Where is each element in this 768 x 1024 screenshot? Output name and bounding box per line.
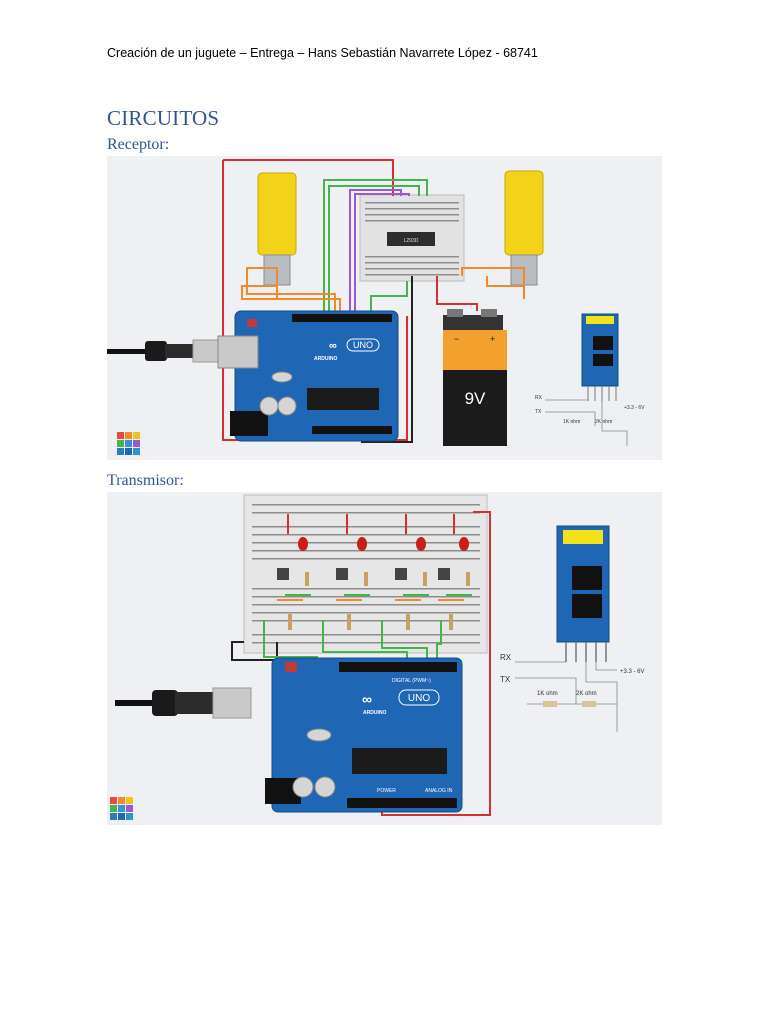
pin-rx-label: RX (500, 653, 512, 662)
tinkercad-logo (110, 797, 133, 820)
resistor-1-label: 1K ohm (563, 419, 580, 425)
arduino-uno-board: DIGITAL (PWM~) POWER ANALOG IN ∞ ARDUINO… (265, 657, 463, 813)
resistor-2-label: 2K ohm (576, 691, 597, 697)
led-button-group-3 (395, 514, 429, 630)
pin-tx-label: TX (535, 409, 542, 415)
driver-chip-label: L293D (404, 238, 419, 244)
led-button-group-1 (277, 514, 311, 630)
module-pins (565, 642, 607, 662)
receptor-circuit-figure: L293D ∞ ARDUINO UNO (107, 156, 662, 460)
pin-rx-label: RX (535, 395, 543, 401)
battery-minus: − (454, 334, 459, 344)
usb-cable (115, 687, 252, 719)
usb-cable (107, 339, 224, 363)
digital-header-label: DIGITAL (PWM~) (392, 678, 431, 684)
breadboard-holes (252, 504, 480, 644)
receptor-wires (222, 159, 525, 443)
breadboard-holes (365, 202, 459, 276)
section-title: CIRCUITOS (107, 106, 220, 130)
receptor-heading: Receptor: (107, 136, 170, 153)
resistor-1-label: 1K ohm (537, 691, 558, 697)
analog-header-label: ANALOG IN (425, 788, 453, 794)
led-button-group-2 (336, 514, 370, 630)
arduino-model: UNO (408, 693, 430, 704)
mini-breadboard: L293D (359, 194, 465, 282)
module-pins (587, 386, 617, 401)
tinkercad-logo (117, 432, 140, 455)
led-button-group-4 (438, 514, 472, 630)
pin-tx-label: TX (500, 675, 511, 684)
resistor-2-label: 2K ohm (595, 419, 612, 425)
document-header: Creación de un juguete – Entrega – Hans … (107, 46, 538, 60)
battery-plus: + (490, 334, 495, 344)
arduino-brand: ARDUINO (363, 710, 386, 716)
arduino-uno-board: ∞ ARDUINO UNO (217, 310, 399, 442)
arduino-infinity-logo: ∞ (362, 691, 372, 707)
supply-label: +3.3 - 6V (624, 405, 645, 411)
battery-label: 9V (465, 389, 486, 408)
power-header-label: POWER (377, 788, 396, 794)
supply-label: +3.3 - 6V (620, 669, 645, 675)
transmisor-circuit-figure: DIGITAL (PWM~) POWER ANALOG IN ∞ ARDUINO… (107, 492, 662, 825)
arduino-model: UNO (353, 340, 373, 350)
arduino-brand: ARDUINO (314, 356, 337, 362)
bluetooth-module: RX TX +3.3 - 6V 1K ohm 2K ohm (500, 525, 645, 732)
transmisor-heading: Transmisor: (107, 472, 184, 489)
battery-9v: 9V − + (443, 309, 507, 446)
bluetooth-module: RX TX +3.3 - 6V 1K ohm 2K ohm (535, 313, 645, 446)
right-motor (504, 170, 544, 299)
arduino-infinity-logo: ∞ (329, 340, 337, 352)
